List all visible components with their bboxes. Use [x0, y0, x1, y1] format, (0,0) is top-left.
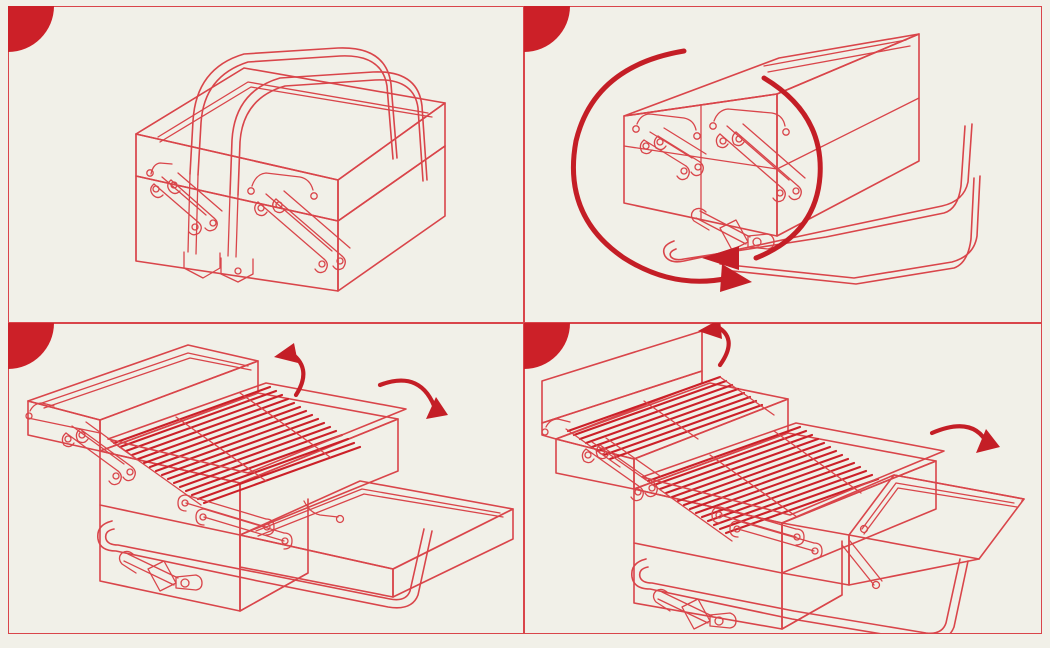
wire-carry-handle-rear	[189, 47, 398, 176]
illustration-open-trays-flat	[25, 343, 514, 612]
step-panel-1: 1	[8, 6, 523, 322]
tray-support-bracket-right	[303, 500, 345, 524]
step-panel-3: 3	[8, 323, 523, 634]
cantilever-tray-near	[239, 480, 514, 598]
tray-panel-raised-far	[541, 330, 703, 440]
curved-arrow-left-open	[274, 343, 306, 398]
cantilever-linkage-left-rotated	[632, 113, 707, 181]
wire-handle-stand-base	[96, 520, 433, 609]
wire-handle-folded-stand	[662, 123, 973, 263]
wire-carry-handle-front	[229, 71, 428, 196]
tray-support-strut	[841, 540, 883, 590]
cantilever-linkage-near-4	[711, 506, 823, 560]
cantilever-linkage-left-open	[61, 421, 139, 486]
wire-handle-folded-second	[719, 175, 981, 285]
cantilever-linkage-right-rotated	[709, 108, 806, 203]
front-latch-clasp-3	[118, 550, 203, 592]
step-panel-4: 4	[524, 323, 1042, 634]
curved-arrow-far-raise	[698, 323, 731, 368]
cantilever-linkage-near-open	[177, 494, 293, 550]
front-latch-clasp	[690, 207, 775, 251]
handle-foot-plate	[183, 173, 254, 283]
illustration-raise-tray-panels	[541, 323, 1025, 634]
cantilever-linkage-right	[247, 172, 351, 274]
grill-grate-main	[641, 422, 945, 542]
toolbox-body-rotated	[623, 33, 920, 237]
grill-grate	[107, 382, 407, 506]
curved-arrow-near-tilt	[929, 424, 1000, 453]
panel-divider-vertical	[523, 6, 525, 634]
front-latch-clasp-4	[652, 588, 737, 630]
cantilever-linkage-left-4	[581, 437, 661, 502]
grill-grate-upper	[565, 375, 775, 468]
rotation-arrow-circular	[570, 48, 823, 292]
illustration-closed-toolbox	[135, 47, 446, 292]
step-panel-2: 2	[524, 6, 1042, 322]
illustration-rotate-toolbox	[570, 33, 981, 292]
wire-handle-stand-base-4	[630, 558, 969, 634]
panel-divider-horizontal	[8, 322, 1042, 324]
curved-arrow-right-open	[377, 378, 448, 419]
tray-panel-tilted-near	[781, 474, 1025, 586]
toolbox-body	[135, 67, 446, 292]
cantilever-linkage-left	[146, 162, 223, 236]
